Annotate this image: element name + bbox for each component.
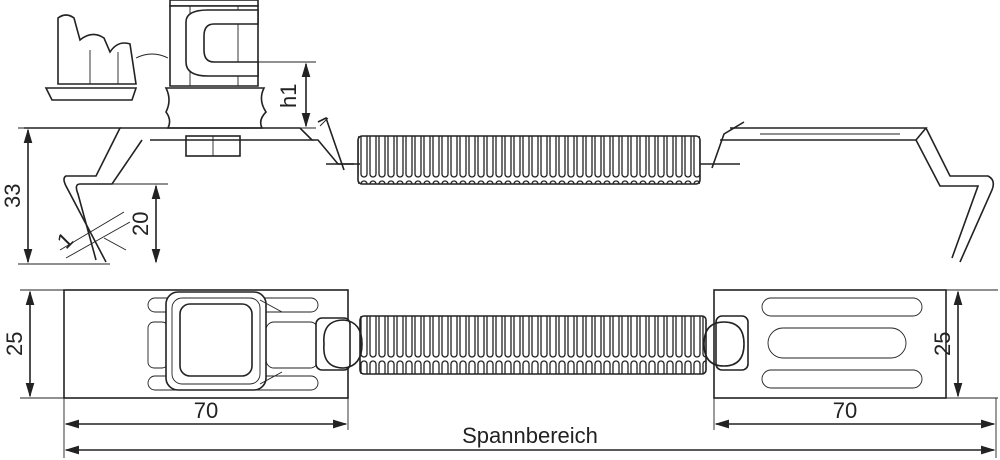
gap-1-label: 1: [52, 227, 78, 253]
width-25-left-dimension: 25: [2, 289, 64, 399]
h1-dimension: h1: [258, 61, 316, 129]
right-bracket: [700, 121, 995, 263]
conductor-clip: [44, 14, 169, 101]
left-plate: [63, 289, 349, 399]
h1-label: h1: [276, 84, 301, 108]
side-view: h1 3: [0, 0, 995, 265]
left-hook: [315, 317, 363, 371]
spring-top: [359, 315, 707, 375]
right-plate: [713, 289, 947, 399]
left-bracket: [24, 116, 360, 263]
width-25-right-dimension: 25: [930, 289, 998, 399]
dimension-20: 20: [110, 183, 168, 264]
width-25-left-label: 25: [2, 332, 27, 356]
height-20-label: 20: [128, 212, 153, 236]
dimension-33: 33: [0, 127, 120, 265]
width-25-right-label: 25: [930, 332, 955, 356]
length-70-left-label: 70: [194, 398, 218, 423]
holder-body: [164, 0, 268, 157]
top-view: 25 25 70 70 Spannbereich: [2, 289, 998, 458]
height-33-label: 33: [0, 184, 25, 208]
length-70-right-label: 70: [833, 398, 857, 423]
range-label: Spannbereich: [462, 423, 598, 448]
range-dimension: Spannbereich: [64, 423, 996, 455]
spring-side: [357, 135, 701, 185]
right-hook: [703, 315, 749, 371]
length-70-left-dimension: 70: [63, 398, 349, 458]
length-70-right-dimension: 70: [713, 398, 997, 458]
